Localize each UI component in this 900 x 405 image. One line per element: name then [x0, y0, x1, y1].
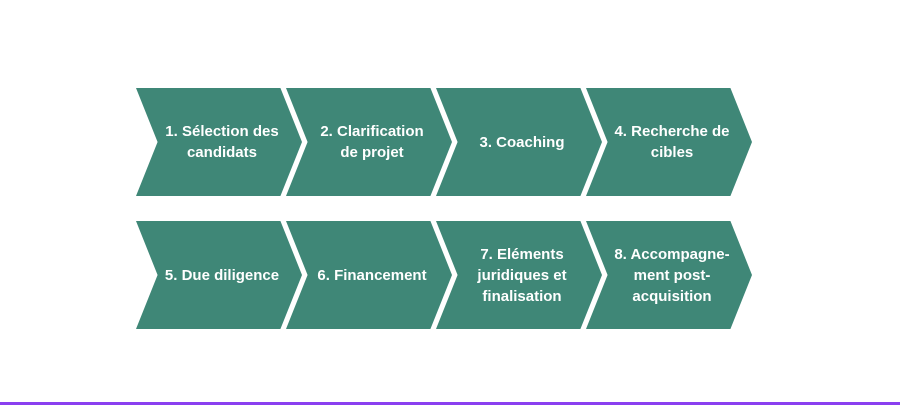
step-chevron-5: 5. Due diligence — [136, 221, 302, 329]
step-label-4: 4. Recherche de cibles — [614, 123, 730, 161]
step-label-8: 8. Accompagne- ment post- acquisition — [614, 245, 730, 305]
step-chevron-3: 3. Coaching — [436, 88, 602, 196]
step-chevron-7: 7. Eléments juridiques et finalisation — [436, 221, 602, 329]
process-row-1: 1. Sélection des candidats 2. Clarificat… — [136, 88, 756, 196]
step-label-7: 7. Eléments juridiques et finalisation — [477, 245, 567, 305]
step-label-5: 5. Due diligence — [164, 266, 280, 284]
step-chevron-1: 1. Sélection des candidats — [136, 88, 302, 196]
step-label-1: 1. Sélection des candidats — [165, 123, 279, 161]
step-chevron-2: 2. Clarification de projet — [286, 88, 452, 196]
step-chevron-8: 8. Accompagne- ment post- acquisition — [586, 221, 752, 329]
process-row-2: 5. Due diligence 6. Financement 7. Eléme… — [136, 221, 756, 329]
step-label-2: 2. Clarification de projet — [320, 123, 424, 161]
step-label-6: 6. Financement — [317, 266, 427, 284]
step-label-3: 3. Coaching — [479, 133, 565, 151]
bottom-divider — [0, 402, 900, 405]
step-chevron-4: 4. Recherche de cibles — [586, 88, 752, 196]
step-chevron-6: 6. Financement — [286, 221, 452, 329]
